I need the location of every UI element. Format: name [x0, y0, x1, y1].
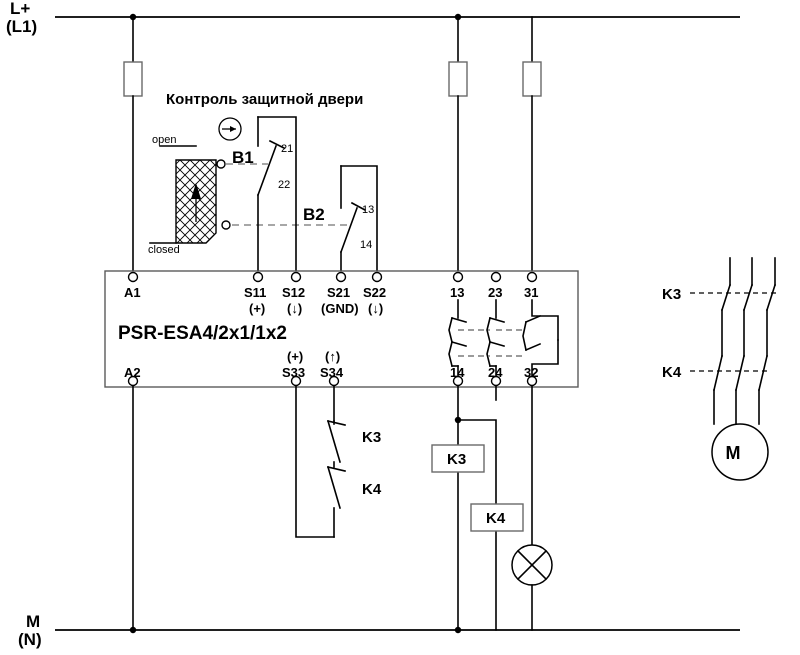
contactor-label-k4: K4	[662, 364, 682, 381]
terminal-label-s21: S21	[327, 285, 350, 300]
terminal-label-31: 31	[524, 285, 538, 300]
coil-label-k3: K3	[447, 451, 466, 468]
section-title-door-monitoring: Контроль защитной двери	[166, 91, 363, 108]
coil-box-k3	[431, 444, 485, 473]
terminal-label-a1: A1	[124, 285, 141, 300]
terminal-label-23: 23	[488, 285, 502, 300]
top-power-rail	[55, 13, 740, 21]
b1-contact-22: 22	[278, 179, 290, 191]
terminal-label-13: 13	[450, 285, 464, 300]
b2-contact-13: 13	[362, 204, 374, 216]
terminal-label-a2: A2	[124, 365, 141, 380]
rail-label-top-line2: (L1)	[6, 17, 37, 36]
fuse-a1	[123, 16, 143, 276]
terminal-sub-s22: (↓)	[368, 301, 383, 316]
switch-label-b1: B1	[232, 148, 254, 167]
switch-label-b2: B2	[303, 205, 325, 224]
door-open-label: open	[152, 134, 176, 146]
output-branches: K3 K4	[431, 385, 553, 631]
feedback-contact-label-k4: K4	[362, 481, 382, 498]
feedback-loop-s33-s34: K3 K4	[295, 385, 382, 538]
bottom-power-rail	[55, 626, 740, 634]
switch-b2: 13 14 B2	[303, 165, 378, 276]
internal-contacts	[448, 299, 559, 377]
fuse-13	[448, 16, 468, 276]
junction-dot-a2-bottom	[129, 626, 137, 634]
terminal-s11	[252, 271, 264, 283]
door-actuator-symbol: open closed	[148, 117, 242, 256]
door-closed-label: closed	[148, 244, 180, 256]
fuse-31	[522, 16, 542, 276]
terminal-s22	[371, 271, 383, 283]
rail-label-top-line1: L+	[10, 0, 30, 18]
terminal-13	[452, 271, 464, 283]
device-block-psr-esa4	[104, 270, 579, 388]
motor-label: M	[726, 443, 741, 463]
terminal-23	[490, 271, 502, 283]
terminal-sub-s34: (↑)	[325, 349, 340, 364]
motor-symbol	[711, 423, 769, 481]
terminal-sub-s33: (+)	[287, 349, 303, 364]
contactor-label-k3: K3	[662, 286, 681, 303]
rail-label-bottom-line2: (N)	[18, 630, 42, 649]
terminal-sub-s21: (GND)	[321, 301, 359, 316]
motor-power-section: K3 K4 M	[662, 257, 778, 481]
b2-contact-14: 14	[360, 239, 372, 251]
terminal-a1	[127, 271, 139, 283]
feedback-contact-label-k3: K3	[362, 429, 381, 446]
coil-box-k4	[470, 503, 524, 532]
terminal-label-s34: S34	[320, 365, 344, 380]
terminal-label-s22: S22	[363, 285, 386, 300]
switch-b1: 21 22 B1	[232, 116, 297, 276]
terminal-s12	[290, 271, 302, 283]
block-top-terminals: A1 S11 (+) S12 (↓) S21 (GND) S22 (↓) 13 …	[124, 271, 538, 316]
door-terminal-lower	[221, 220, 231, 230]
terminal-31	[526, 271, 538, 283]
door-terminal-upper	[216, 159, 226, 169]
coil-label-k4: K4	[486, 510, 506, 527]
terminal-label-s12: S12	[282, 285, 305, 300]
terminal-sub-s12: (↓)	[287, 301, 302, 316]
rail-label-bottom-line1: M	[26, 612, 40, 631]
b1-contact-21: 21	[281, 143, 293, 155]
terminal-s21	[335, 271, 347, 283]
terminal-sub-s11: (+)	[249, 301, 265, 316]
terminal-label-s33: S33	[282, 365, 305, 380]
terminal-label-s11: S11	[244, 285, 266, 300]
junction-dot-14-bottom	[454, 626, 462, 634]
device-model-label: PSR-ESA4/2x1/1x2	[118, 323, 287, 344]
